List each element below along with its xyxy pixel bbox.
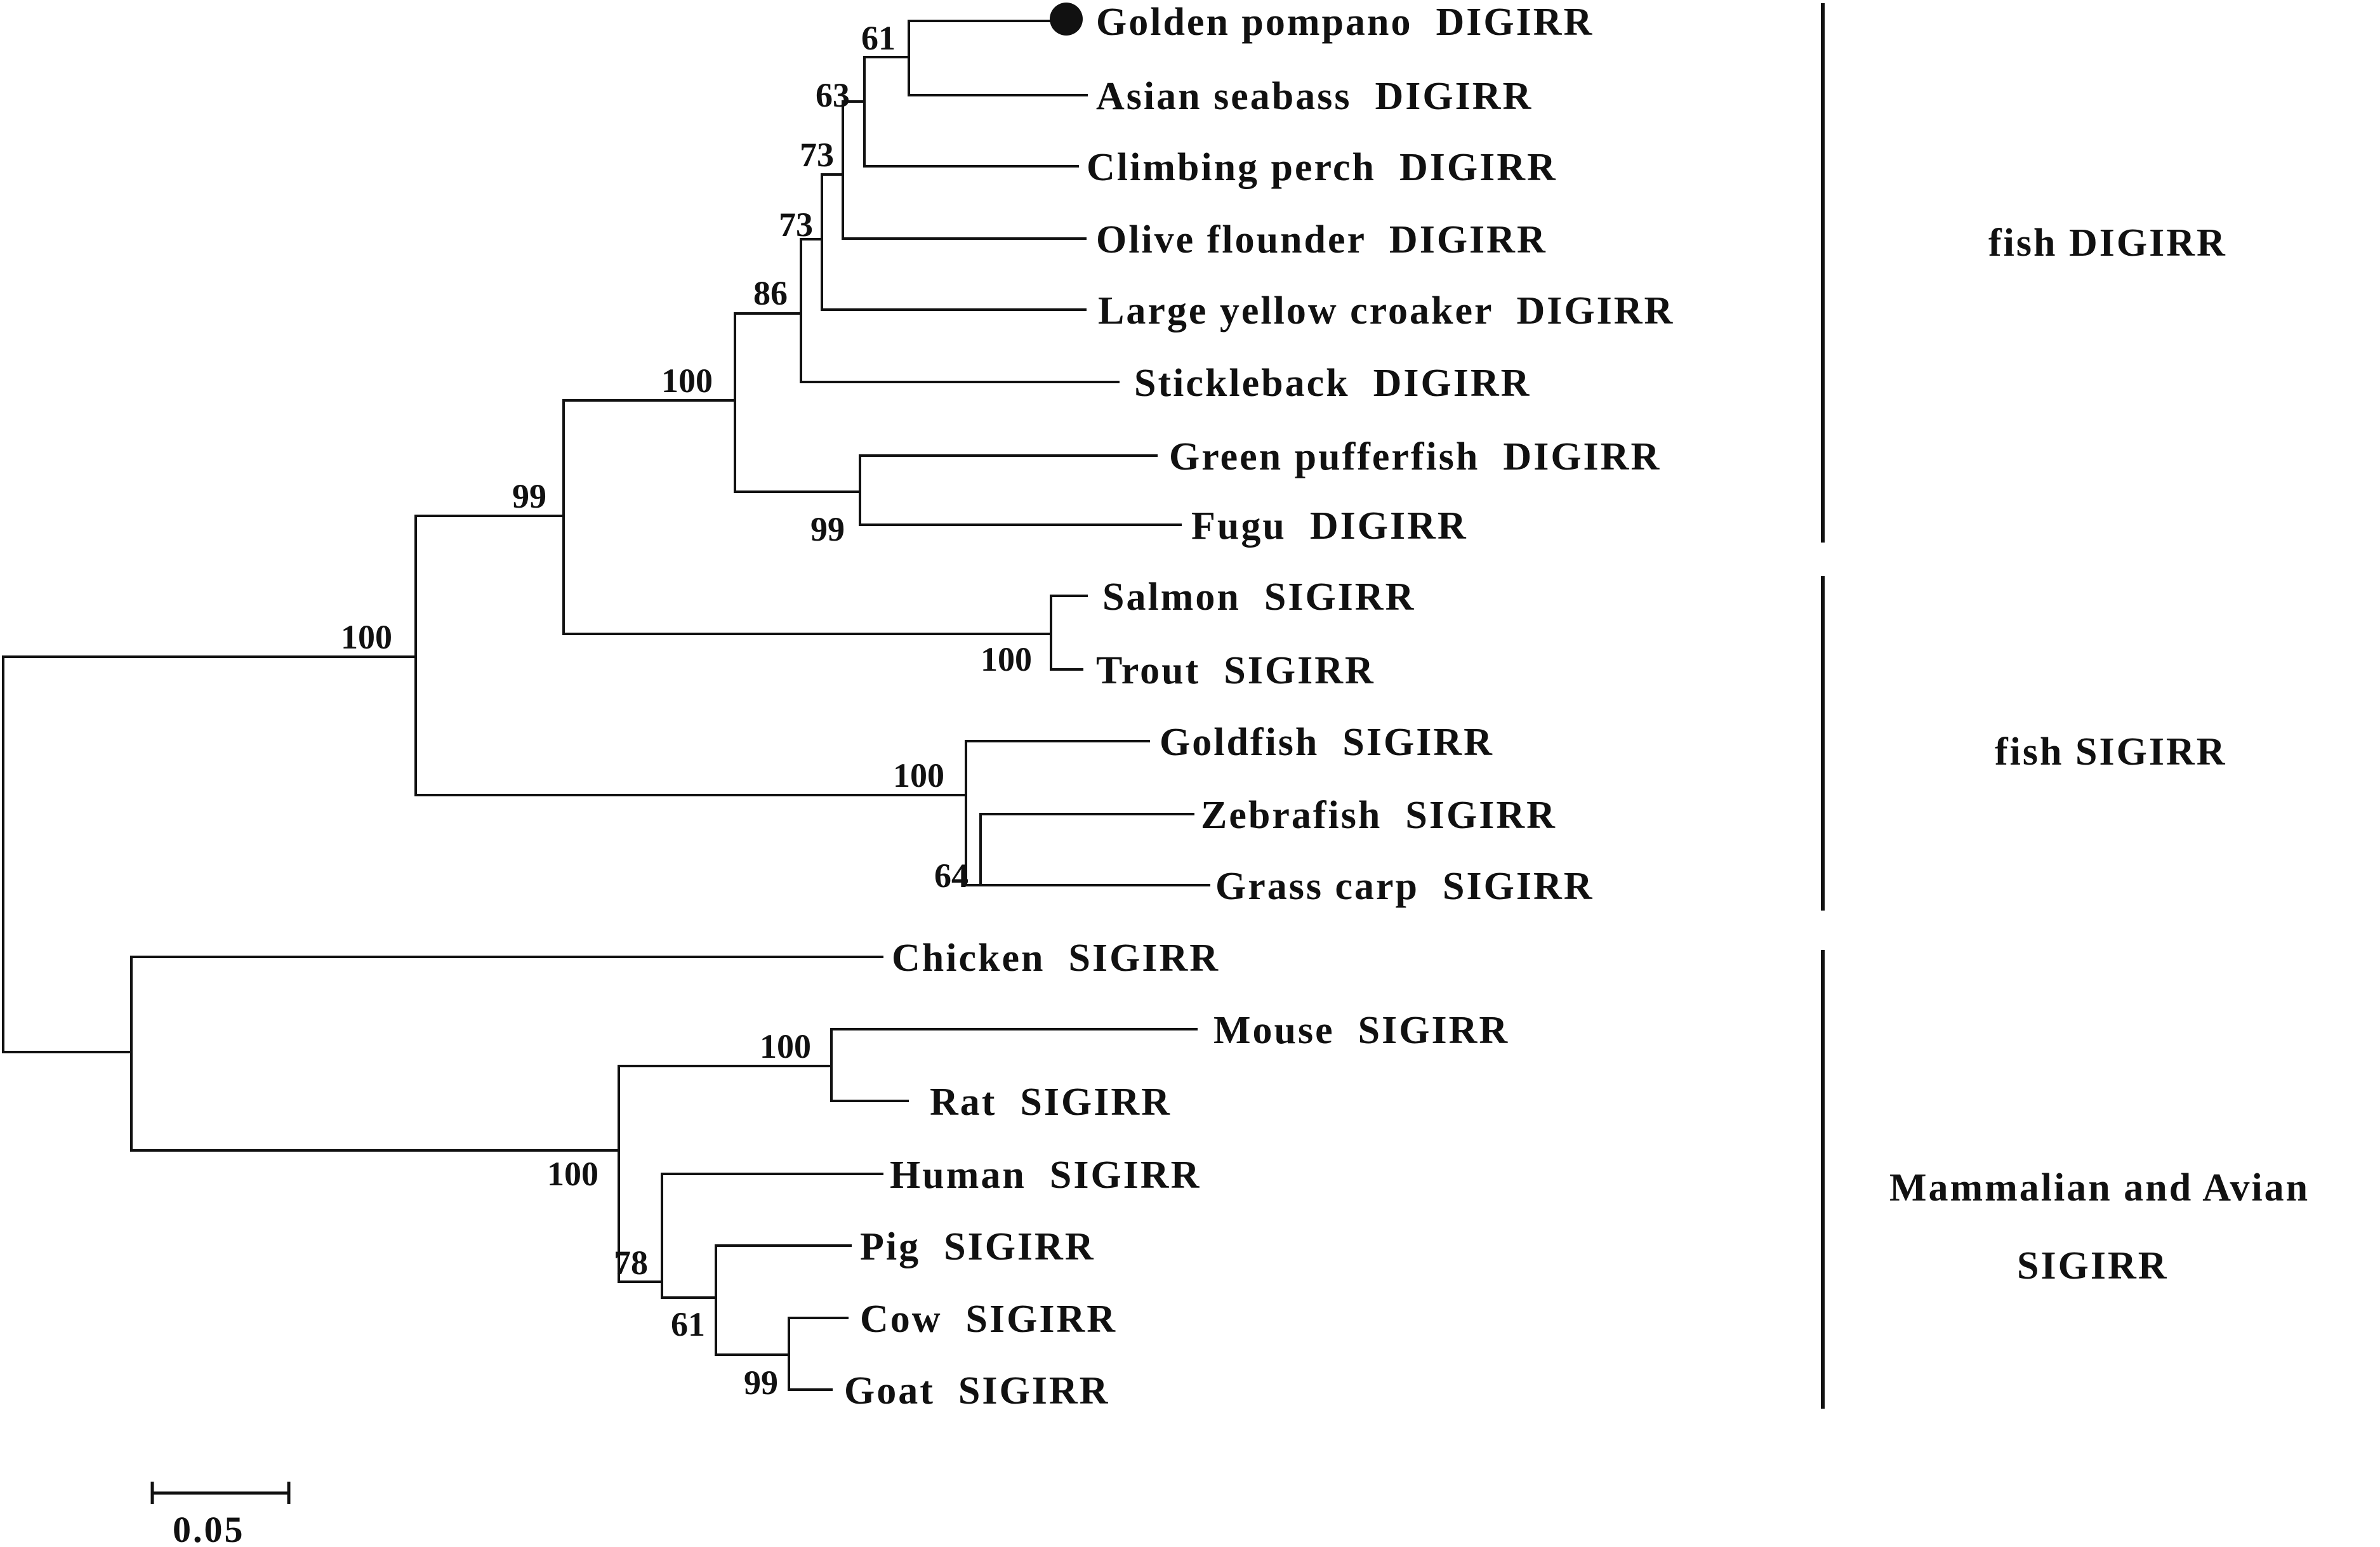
- leaf-label: Zebrafish SIGIRR: [1201, 794, 1557, 837]
- leaf-label: Rat SIGIRR: [930, 1081, 1172, 1124]
- group-label-fish-digirr: fish DIGIRR: [1988, 221, 2227, 265]
- leaf-label: Fugu DIGIRR: [1191, 504, 1468, 548]
- leaf-label: Cow SIGIRR: [860, 1298, 1117, 1341]
- bootstrap-value: 86: [753, 274, 788, 312]
- leaf-labels: Golden pompano DIGIRR Asian seabass DIGI…: [844, 1, 1674, 1412]
- leaf-label: Olive flounder DIGIRR: [1096, 218, 1547, 261]
- bootstrap-value: 63: [816, 76, 850, 114]
- group-label-fish-sigirr: fish SIGIRR: [1995, 730, 2227, 773]
- leaf-label: Stickleback DIGIRR: [1134, 362, 1531, 405]
- bootstrap-value: 64: [934, 857, 969, 895]
- tree-branches: [2, 20, 1210, 1391]
- leaf-label: Green pufferfish DIGIRR: [1169, 435, 1661, 478]
- bootstrap-value: 61: [671, 1305, 705, 1343]
- leaf-label: Human SIGIRR: [890, 1154, 1201, 1197]
- bootstrap-labels: 61 63 73 73 86 100 99 99 100 100 100 64 …: [341, 19, 1032, 1402]
- bootstrap-value: 100: [661, 362, 713, 400]
- leaf-label: Chicken SIGIRR: [892, 937, 1220, 980]
- group-label-mammalian-avian-line1: Mammalian and Avian: [1889, 1166, 2310, 1209]
- scale-bar-label: 0.05: [173, 1509, 245, 1547]
- group-labels: fish DIGIRR fish SIGIRR Mammalian and Av…: [1889, 221, 2310, 1287]
- bootstrap-value: 73: [800, 136, 834, 174]
- bootstrap-value: 73: [779, 206, 813, 244]
- bootstrap-value: 100: [760, 1027, 811, 1065]
- leaf-label: Trout SIGIRR: [1096, 649, 1375, 692]
- leaf-label: Large yellow croaker DIGIRR: [1098, 289, 1674, 332]
- scale-bar-line: [150, 1482, 291, 1504]
- scale-bar: 0.05: [150, 1482, 291, 1547]
- bootstrap-value: 99: [810, 510, 845, 548]
- bootstrap-value: 78: [614, 1244, 648, 1282]
- bootstrap-value: 100: [981, 640, 1032, 678]
- leaf-label: Goldfish SIGIRR: [1160, 721, 1494, 764]
- leaf-label: Pig SIGIRR: [860, 1225, 1095, 1268]
- bootstrap-value: 100: [547, 1155, 598, 1193]
- bootstrap-value: 100: [893, 756, 944, 794]
- leaf-label: Grass carp SIGIRR: [1215, 865, 1594, 908]
- bootstrap-value: 61: [861, 19, 896, 57]
- leaf-label: Asian seabass DIGIRR: [1096, 75, 1533, 118]
- leaf-label: Goat SIGIRR: [844, 1369, 1109, 1412]
- leaf-label: Salmon SIGIRR: [1102, 576, 1415, 619]
- bootstrap-value: 100: [341, 618, 392, 656]
- highlight-dot-icon: [1050, 3, 1083, 36]
- group-label-mammalian-avian-line2: SIGIRR: [2017, 1244, 2169, 1287]
- leaf-label: Golden pompano DIGIRR: [1096, 1, 1594, 44]
- leaf-label: Climbing perch DIGIRR: [1087, 146, 1557, 189]
- bootstrap-value: 99: [512, 477, 546, 515]
- bootstrap-value: 99: [744, 1364, 778, 1402]
- leaf-label: Mouse SIGIRR: [1213, 1009, 1509, 1052]
